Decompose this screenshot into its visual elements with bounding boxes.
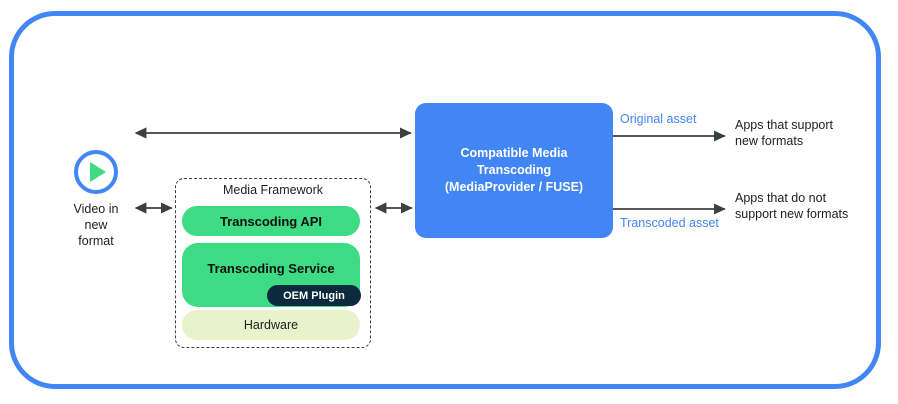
play-circle-icon — [74, 150, 118, 194]
transcoded-asset-label: Transcoded asset — [620, 216, 719, 230]
play-triangle-icon — [90, 162, 106, 182]
hardware-box: Hardware — [182, 310, 360, 340]
oem-plugin-badge: OEM Plugin — [267, 285, 361, 306]
original-asset-label: Original asset — [620, 112, 697, 126]
play-circle-ring — [74, 150, 118, 194]
media-framework-group — [175, 178, 371, 348]
video-source-caption: Video in new format — [73, 202, 119, 248]
apps-supporting-new-formats-label: Apps that support new formats — [735, 118, 833, 148]
apps-not-supporting-new-formats-label: Apps that do not support new formats — [735, 191, 849, 221]
compatible-media-transcoding-box: Compatible Media Transcoding (MediaProvi… — [415, 103, 613, 238]
transcoding-api-box: Transcoding API — [182, 206, 360, 236]
media-framework-title: Media Framework — [222, 183, 324, 197]
outer-frame-border — [9, 11, 881, 389]
